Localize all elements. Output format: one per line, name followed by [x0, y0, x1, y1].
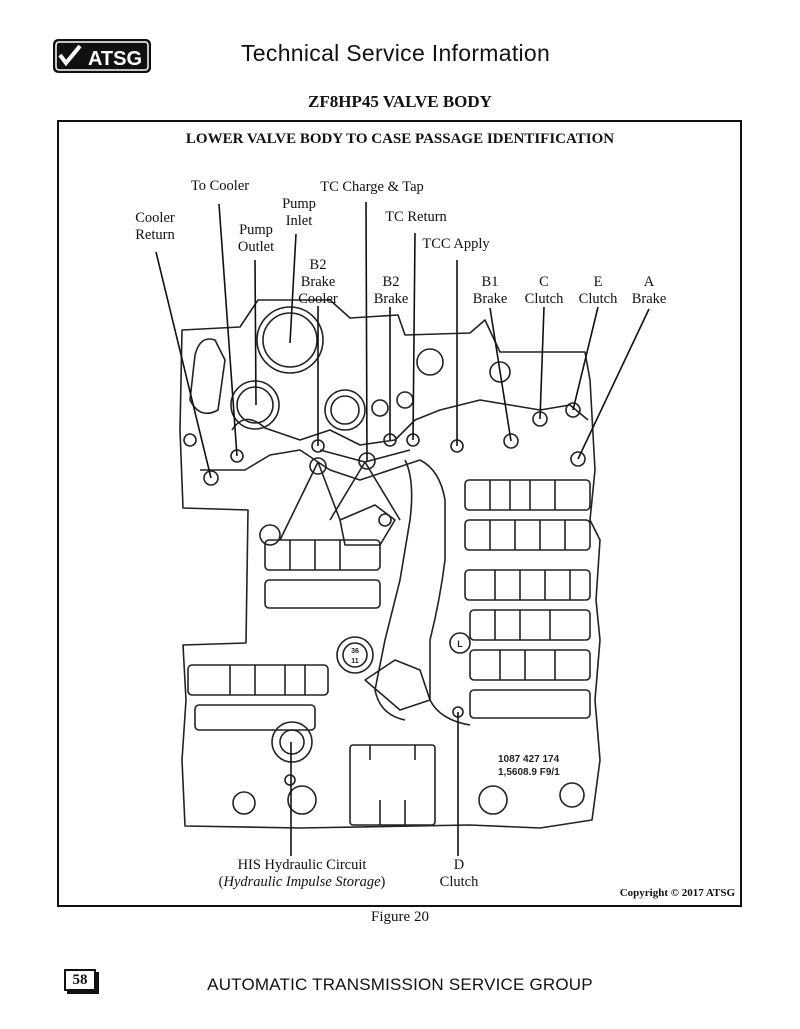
header-title: Technical Service Information — [241, 40, 551, 66]
valve-body-outline — [179, 299, 601, 829]
document-title: ZF8HP45 VALVE BODY — [308, 92, 492, 111]
casting-mark-l: L — [457, 639, 463, 649]
footer-text: AUTOMATIC TRANSMISSION SERVICE GROUP — [207, 975, 593, 994]
leader-b1-brake — [489, 307, 512, 442]
copyright-notice: Copyright © 2017 ATSG — [619, 887, 735, 899]
leader-pump-outlet — [254, 259, 257, 406]
leader-tc-charge-tap — [365, 201, 368, 462]
leader-to-cooler — [218, 203, 238, 457]
casting-mark-36: 36 — [351, 648, 359, 655]
casting-number-2: 1,5608.9 F9/1 — [498, 767, 560, 778]
valve-body-diagram: 36 11 L 1087 427 174 1,5608.9 F9/1 — [155, 201, 650, 856]
figure-frame — [57, 120, 742, 907]
casting-mark-11: 11 — [351, 658, 359, 665]
callout-tc-charge-tap: TC Charge & Tap — [320, 179, 424, 195]
atsg-logo: ATSG — [52, 38, 152, 74]
callout-tcc-apply: TCC Apply — [422, 236, 490, 252]
callout-his-hydraulic-circuit: HIS Hydraulic Circuit (Hydraulic Impulse… — [218, 857, 386, 890]
figure-heading: LOWER VALVE BODY TO CASE PASSAGE IDENTIF… — [185, 131, 615, 147]
callout-to-cooler: To Cooler — [190, 178, 250, 194]
page-number: 58 — [64, 969, 96, 991]
figure-caption: Figure 20 — [371, 909, 429, 925]
leader-a-brake — [577, 308, 650, 460]
logo-text: ATSG — [88, 48, 142, 70]
his-subline: Hydraulic Impulse Storage — [223, 874, 381, 890]
leader-pump-inlet — [289, 233, 297, 344]
casting-number-1: 1087 427 174 — [498, 754, 560, 765]
leader-e-clutch — [572, 306, 599, 411]
callout-leaders — [155, 201, 650, 856]
leader-tc-return — [412, 232, 416, 441]
callout-tc-return: TC Return — [385, 209, 447, 225]
leader-c-clutch — [539, 306, 545, 420]
leader-cooler-return — [155, 251, 212, 479]
